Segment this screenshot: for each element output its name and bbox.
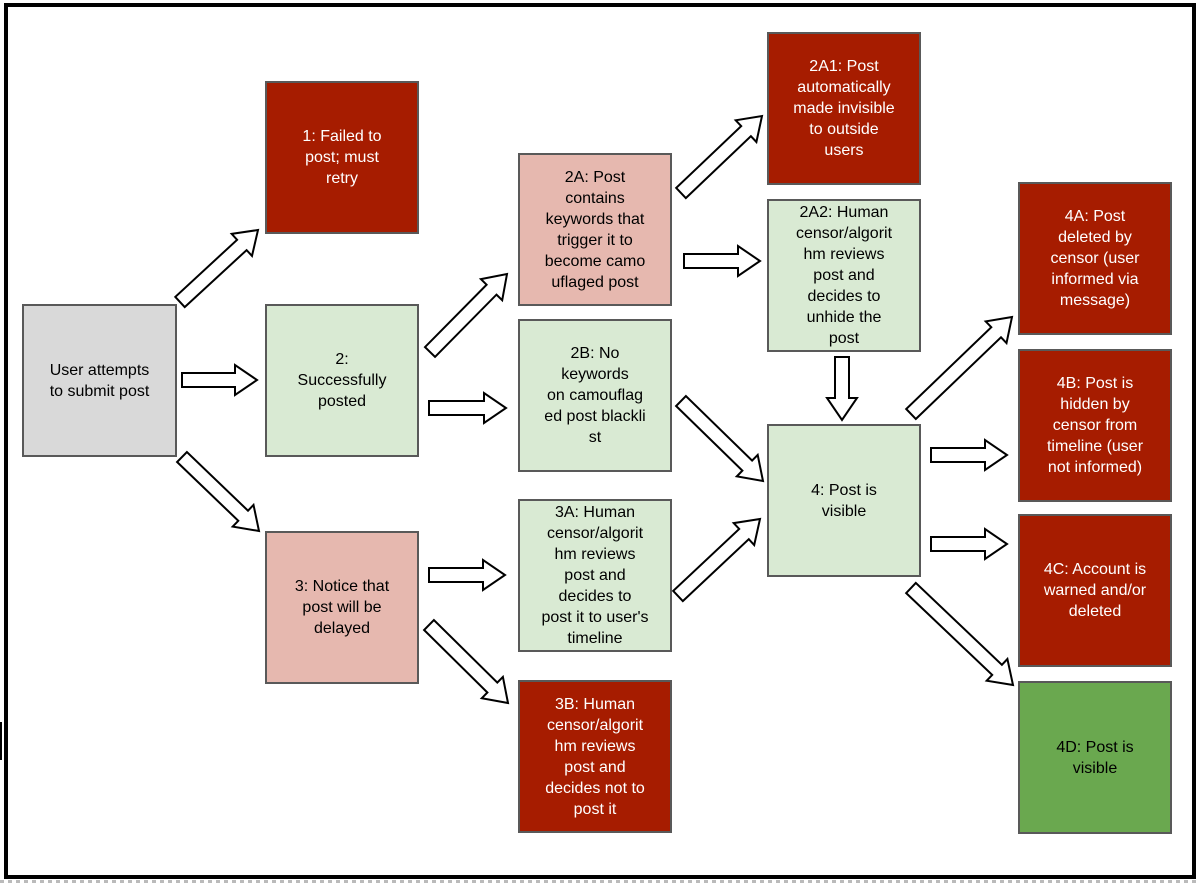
node-user-attempts: User attempts to submit post <box>22 304 177 457</box>
node-4a-deleted: 4A: Post deleted by censor (user informe… <box>1018 182 1172 335</box>
arrow-4-to-4c <box>930 527 1009 561</box>
arrow-2a2-to-4 <box>825 356 859 422</box>
arrow-2-to-2b <box>428 391 508 425</box>
node-4b-hidden: 4B: Post is hidden by censor from timeli… <box>1018 349 1172 502</box>
node-4d-visible: 4D: Post is visible <box>1018 681 1172 834</box>
arrow-user-to-1 <box>173 228 260 309</box>
arrow-user-to-3 <box>175 450 261 533</box>
node-2a-camouflaged: 2A: Post contains keywords that trigger … <box>518 153 672 306</box>
node-2a1-invisible: 2A1: Post automatically made invisible t… <box>767 32 921 185</box>
edge-mark <box>0 722 2 760</box>
node-2-posted: 2: Successfully posted <box>265 304 419 457</box>
arrow-3a-to-4 <box>671 517 762 603</box>
node-2b-no-keywords: 2B: No keywords on camouflag ed post bla… <box>518 319 672 472</box>
arrow-4-to-4d <box>904 581 1015 687</box>
node-4-visible: 4: Post is visible <box>767 424 921 577</box>
diagram-frame <box>4 3 1196 879</box>
node-2a2-unhide: 2A2: Human censor/algorit hm reviews pos… <box>767 199 921 352</box>
node-4c-account: 4C: Account is warned and/or deleted <box>1018 514 1172 667</box>
arrow-3-to-3a <box>428 558 507 592</box>
arrow-4-to-4b <box>930 438 1009 472</box>
arrow-2b-to-4 <box>674 394 765 483</box>
node-3-delayed: 3: Notice that post will be delayed <box>265 531 419 684</box>
node-3a-posted-after-review: 3A: Human censor/algorit hm reviews post… <box>518 499 672 652</box>
arrow-2a-to-2a1 <box>674 114 764 200</box>
node-3b-not-posted: 3B: Human censor/algorit hm reviews post… <box>518 680 672 833</box>
bottom-dotted-strip <box>0 880 1200 883</box>
arrow-2a-to-2a2 <box>683 244 762 278</box>
arrow-4-to-4a <box>904 315 1014 421</box>
arrow-2-to-2a <box>423 272 509 359</box>
arrow-user-to-2 <box>181 363 259 397</box>
node-1-failed: 1: Failed to post; must retry <box>265 81 419 234</box>
arrow-3-to-3b <box>422 618 510 705</box>
